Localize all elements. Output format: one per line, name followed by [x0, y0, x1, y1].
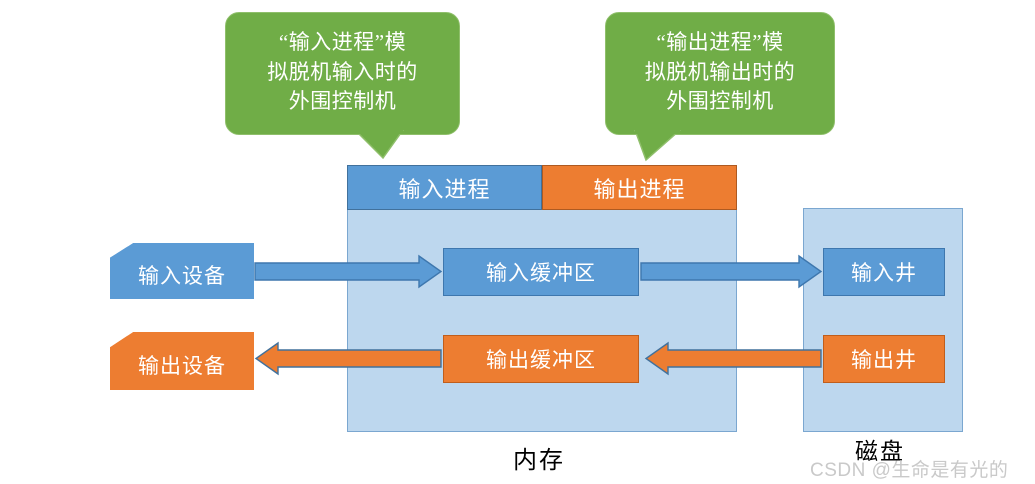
input-buffer-box: 输入缓冲区	[443, 248, 639, 296]
input-process-callout-text: “输入进程”模 拟脱机输入时的 外围控制机	[267, 29, 418, 114]
input-well-box: 输入井	[823, 248, 945, 296]
input-device-shape: 输入设备	[110, 243, 254, 299]
output-process-callout: “输出进程”模 拟脱机输出时的 外围控制机	[605, 12, 835, 135]
input-device-fill	[110, 243, 254, 299]
csdn-watermark: CSDN @生命是有光的	[810, 460, 1009, 481]
input-buffer-label: 输入缓冲区	[486, 261, 596, 285]
output-buffer-label: 输出缓冲区	[486, 348, 596, 372]
disk-panel	[803, 208, 963, 432]
disk-caption: 磁盘	[855, 439, 905, 464]
output-process-callout-tail	[634, 130, 682, 162]
output-buffer-box: 输出缓冲区	[443, 335, 639, 383]
output-device-fill	[110, 332, 254, 390]
output-process-callout-text: “输出进程”模 拟脱机输出时的 外围控制机	[644, 29, 796, 114]
memory-caption: 内存	[513, 448, 565, 474]
output-well-label: 输出井	[851, 348, 917, 372]
output-well-box: 输出井	[823, 335, 945, 383]
memory-panel	[347, 209, 737, 432]
input-well-label: 输入井	[851, 261, 917, 285]
output-device-label: 输出设备	[138, 354, 226, 378]
output-process-label: 输出进程	[593, 176, 686, 202]
output-process-box: 输出进程	[542, 165, 737, 210]
input-device-label: 输入设备	[138, 264, 226, 288]
input-process-callout: “输入进程”模 拟脱机输入时的 外围控制机	[225, 12, 460, 135]
input-process-label: 输入进程	[398, 176, 491, 202]
input-process-callout-tail	[355, 130, 404, 160]
output-device-shape: 输出设备	[110, 332, 254, 390]
input-process-box: 输入进程	[347, 165, 542, 210]
